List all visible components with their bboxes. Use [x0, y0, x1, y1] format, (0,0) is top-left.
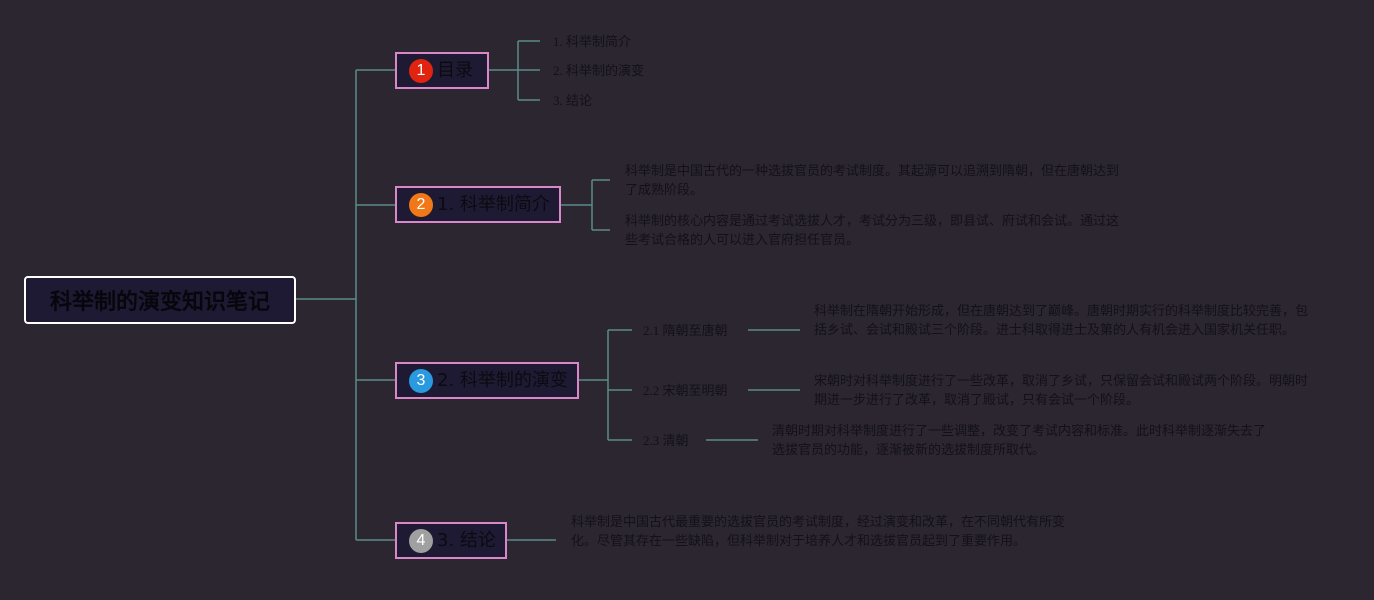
number-badge-4-icon: 4 — [409, 528, 433, 553]
subtopic-song-ming[interactable]: 2.2 宋朝至明朝 — [643, 383, 728, 398]
subtopic-note: 清朝时期对科举制度进行了一些调整，改变了考试内容和标准。此时科举制逐渐失去了选拔… — [772, 424, 1267, 458]
toc-item[interactable]: 3. 结论 — [553, 93, 593, 108]
topic-label: 1. 科举制简介 — [437, 193, 550, 215]
subtopic-note: 科举制在隋朝开始形成，但在唐朝达到了巅峰。唐朝时期实行的科举制度比较完善，包括乡… — [814, 304, 1309, 338]
root-node[interactable]: 科举制的演变知识笔记 — [24, 276, 296, 324]
topic-node-toc[interactable]: 1 目录 — [395, 52, 489, 89]
topic-node-intro[interactable]: 2 1. 科举制简介 — [395, 186, 561, 223]
intro-note: 科举制是中国古代的一种选拔官员的考试制度。其起源可以追溯到隋朝，但在唐朝达到了成… — [625, 164, 1120, 198]
toc-item[interactable]: 1. 科举制简介 — [553, 34, 632, 49]
number-badge-2-icon: 2 — [409, 192, 433, 217]
topic-label: 3. 结论 — [437, 529, 496, 551]
subtopic-qing[interactable]: 2.3 清朝 — [643, 433, 689, 448]
intro-note: 科举制的核心内容是通过考试选拔人才，考试分为三级，即县试、府试和会试。通过这些考… — [625, 214, 1120, 248]
toc-item[interactable]: 2. 科举制的演变 — [553, 63, 645, 78]
conclusion-note: 科举制是中国古代最重要的选拔官员的考试制度，经过演变和改革，在不同朝代有所变化。… — [571, 515, 1066, 549]
subtopic-note: 宋朝时对科举制度进行了一些改革，取消了乡试，只保留会试和殿试两个阶段。明朝时期进… — [814, 374, 1309, 408]
topic-label: 2. 科举制的演变 — [437, 369, 568, 391]
topic-node-conclusion[interactable]: 4 3. 结论 — [395, 522, 507, 559]
number-badge-1-icon: 1 — [409, 58, 433, 83]
root-title: 科举制的演变知识笔记 — [49, 290, 270, 315]
topic-label: 目录 — [437, 59, 473, 81]
topic-node-evolution[interactable]: 3 2. 科举制的演变 — [395, 362, 579, 399]
number-badge-3-icon: 3 — [409, 368, 433, 393]
subtopic-sui-tang[interactable]: 2.1 隋朝至唐朝 — [643, 323, 728, 338]
